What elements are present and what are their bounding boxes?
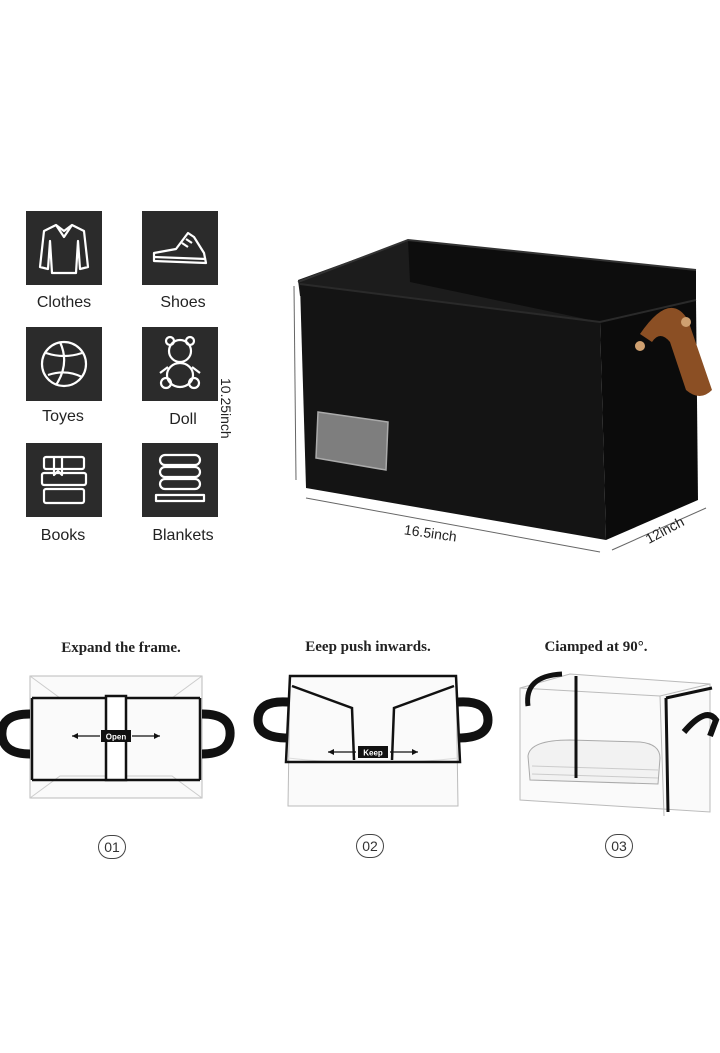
- doll-tile: [142, 327, 218, 401]
- step-2-diagram: Keep: [253, 674, 493, 807]
- step-3-title: Ciamped at 90°.: [544, 639, 648, 655]
- step-1-title: Expand the frame.: [61, 640, 181, 656]
- category-label-clothes: Clothes: [36, 294, 92, 311]
- storage-basket-illustration: [293, 238, 712, 553]
- step-2-number: 02: [356, 834, 384, 858]
- step-3-diagram: [519, 671, 720, 816]
- blankets-tile: [142, 443, 218, 517]
- step-1-number: 01: [98, 835, 126, 859]
- category-label-doll: Doll: [169, 411, 197, 428]
- shoes-tile: [142, 211, 218, 285]
- step-1-label: Open: [106, 733, 127, 742]
- step-2-title: Eeep push inwards.: [305, 639, 431, 655]
- category-label-toyes: Toyes: [42, 408, 84, 425]
- step-2-label: Keep: [363, 749, 383, 758]
- shoe-icon: [152, 231, 208, 265]
- category-label-shoes: Shoes: [160, 294, 206, 311]
- toyes-tile: [26, 327, 102, 401]
- category-label-books: Books: [40, 527, 86, 544]
- shirt-icon: [38, 223, 90, 275]
- ball-icon: [40, 340, 88, 388]
- books-icon: [40, 455, 88, 505]
- clothes-tile: [26, 211, 102, 285]
- label-window: [315, 411, 389, 471]
- leather-handle: [640, 307, 712, 396]
- category-label-blankets: Blankets: [152, 527, 214, 544]
- step-3-number: 03: [605, 834, 633, 858]
- blankets-icon: [154, 453, 206, 503]
- books-tile: [26, 443, 102, 517]
- height-dimension: 10.25inch: [218, 378, 234, 439]
- teddy-bear-icon: [159, 335, 201, 390]
- step-1-diagram: Open: [0, 675, 235, 799]
